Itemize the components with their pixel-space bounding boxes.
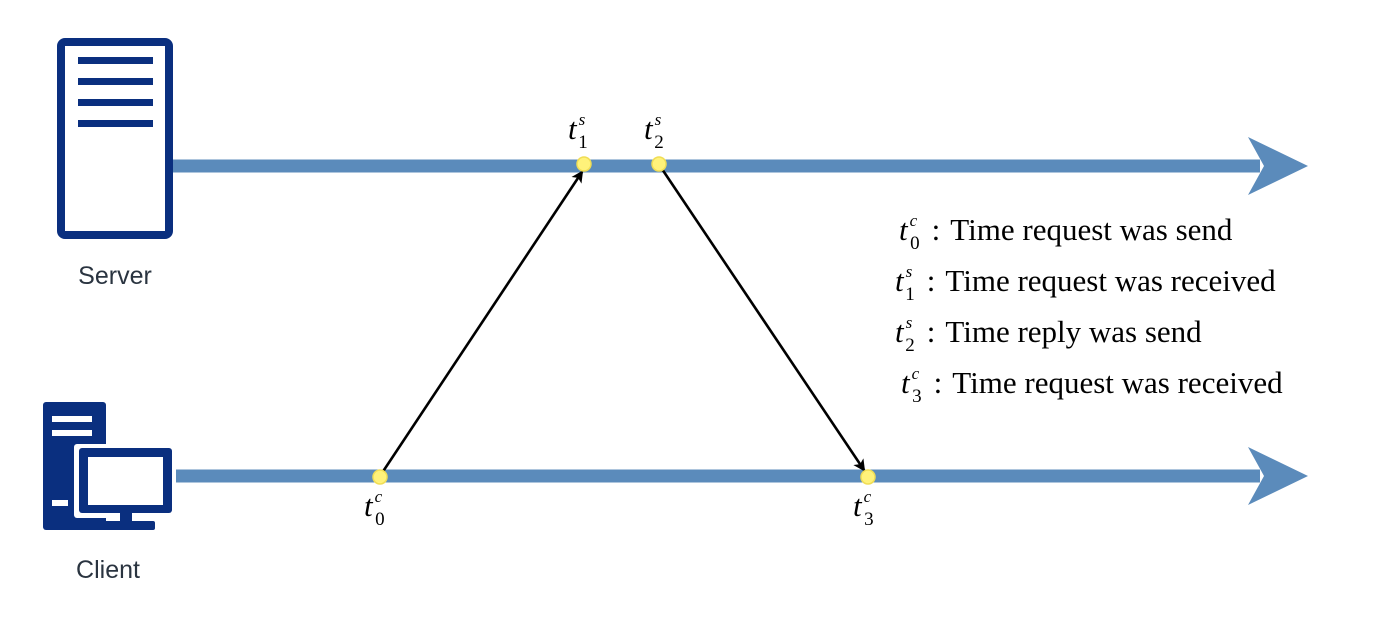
reply-message-arrow bbox=[658, 165, 866, 472]
server-timeline-arrowhead bbox=[1248, 137, 1308, 195]
desktop-computer-icon bbox=[43, 402, 176, 530]
client-timeline-arrowhead bbox=[1248, 447, 1308, 505]
client-label: Client bbox=[76, 556, 140, 584]
event-dot-t3c bbox=[860, 469, 876, 485]
event-dot-t1s bbox=[576, 156, 592, 172]
request-message-arrow bbox=[378, 170, 584, 477]
server-label: Server bbox=[78, 262, 152, 290]
event-dot-t2s bbox=[651, 156, 667, 172]
server-icon bbox=[57, 38, 173, 239]
client-timeline bbox=[160, 447, 1308, 505]
event-dot-t0c bbox=[372, 469, 388, 485]
server-timeline bbox=[170, 137, 1308, 195]
